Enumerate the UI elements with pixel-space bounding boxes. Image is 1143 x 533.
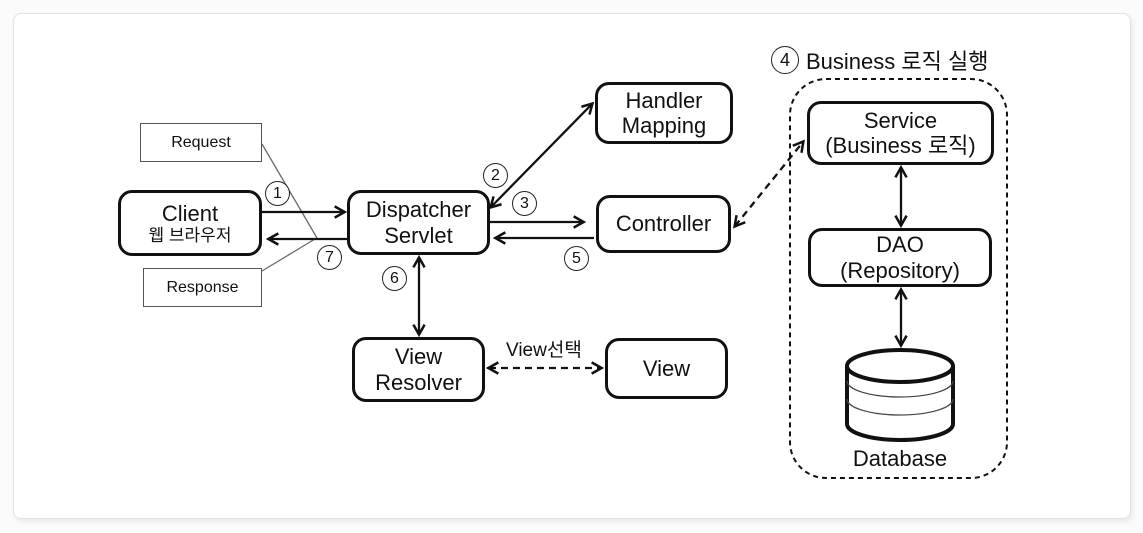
node-view-resolver-subtitle: Resolver [375,369,462,395]
step-3-badge: 3 [512,191,537,216]
node-dispatcher-title: Dispatcher [365,197,472,223]
node-dispatcher-servlet: Dispatcher Servlet [347,190,490,255]
node-controller-title: Controller [615,211,712,237]
step-5-badge: 5 [564,246,589,271]
step-1-badge: 1 [265,181,290,206]
node-service: Service (Business 로직) [807,101,994,165]
node-client-subtitle: 웹 브라우저 [148,225,232,245]
node-handler-subtitle: Mapping [621,113,707,138]
node-view: View [605,338,728,399]
step-4-badge: 4 [771,46,799,74]
node-dao: DAO (Repository) [808,228,992,287]
node-handler-mapping: Handler Mapping [595,82,733,144]
view-select-label: View선택 [506,340,582,361]
step-7-badge: 7 [317,245,342,270]
node-dispatcher-subtitle: Servlet [384,222,453,248]
node-view-resolver-title: View [394,344,443,370]
database-cylinder-icon [845,348,955,442]
request-label: Request [171,133,231,151]
step-2-badge: 2 [483,163,508,188]
node-client-title: Client [161,200,219,226]
node-service-subtitle: (Business 로직) [825,133,976,158]
step-6-badge: 6 [382,266,407,291]
node-client: Client 웹 브라우저 [118,190,262,256]
node-service-title: Service [863,107,938,133]
node-handler-title: Handler [625,87,703,113]
response-label-box: Response [143,268,262,307]
node-dao-subtitle: (Repository) [840,257,960,283]
database-label: Database [852,446,948,471]
node-view-resolver: View Resolver [352,337,485,402]
node-view-title: View [642,355,691,381]
business-group-title: 4 Business 로직 실행 [771,44,988,76]
arrow-dispatcher-handler-mapping [491,104,592,207]
request-label-box: Request [140,123,262,162]
node-dao-title: DAO [876,232,924,258]
response-leader-line [261,238,316,272]
response-label: Response [166,278,239,296]
business-group-title-text: Business 로직 실행 [806,49,989,74]
business-group-outline [789,78,1008,479]
arrow-controller-service [735,142,803,226]
node-controller: Controller [596,195,731,253]
